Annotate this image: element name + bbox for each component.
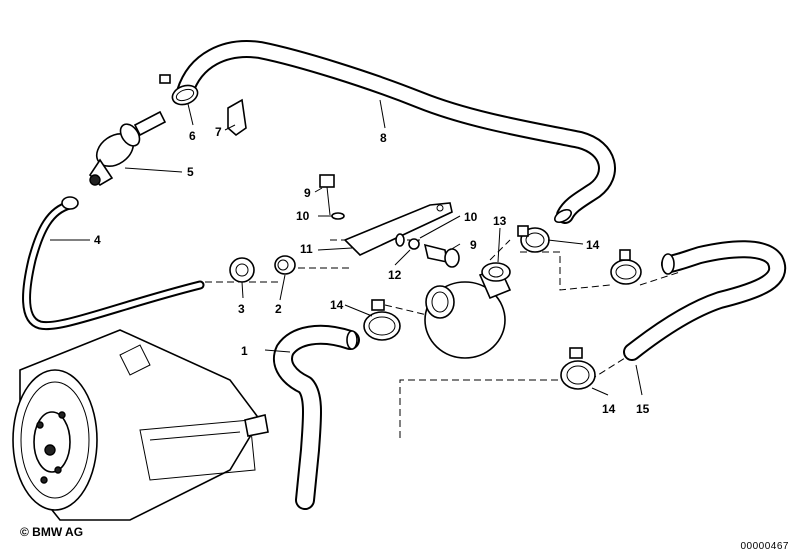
bracket-7: [227, 98, 247, 137]
callout-8: 8: [380, 131, 387, 145]
check-valve-5: [88, 110, 167, 187]
leader-lines: [50, 99, 643, 396]
callout-14-left: 14: [330, 298, 344, 312]
callout-13: 13: [493, 214, 507, 228]
washer-12: [408, 238, 420, 250]
callout-2: 2: [275, 302, 282, 316]
vacuum-pump: [12, 329, 269, 521]
document-number: 00000467: [740, 541, 789, 552]
callout-1: 1: [241, 344, 248, 358]
clamp-14-upper-right: [517, 225, 550, 253]
callout-15: 15: [636, 402, 650, 416]
callout-5: 5: [187, 165, 194, 179]
callout-9-upper: 9: [304, 186, 311, 200]
hose-15: [623, 240, 786, 361]
callout-9-right: 9: [470, 238, 477, 252]
hose-1: [273, 324, 360, 510]
callout-14-right: 14: [586, 238, 600, 252]
washer-10-upper: [331, 212, 345, 220]
clamp-14-left: [363, 299, 401, 341]
callout-10-right: 10: [464, 210, 478, 224]
callout-4: 4: [94, 233, 101, 247]
callout-6: 6: [189, 129, 196, 143]
washer-10-right: [395, 233, 405, 247]
clamp-6: [159, 74, 199, 106]
pipe-4: [22, 196, 205, 331]
valve-housing-13: [424, 262, 512, 359]
callout-11: 11: [300, 242, 313, 256]
clamp-14-right: [610, 249, 642, 285]
callout-labels: 1 2 3 4 5 6 7 8 9 9 10 10 11 12 13 14 14…: [94, 125, 650, 416]
sleeve-2: [274, 255, 296, 275]
callout-7: 7: [215, 125, 222, 139]
callout-10-upper: 10: [296, 209, 310, 223]
hose-8: [176, 40, 616, 224]
copyright-notice: © BMW AG: [20, 525, 84, 539]
callout-3: 3: [238, 302, 245, 316]
clamp-14-lower: [560, 347, 596, 390]
callout-12: 12: [388, 268, 402, 282]
bolt-9-upper: [319, 174, 335, 216]
nut-3: [229, 257, 255, 283]
bracket-11: [343, 202, 453, 256]
callout-14-lower: 14: [602, 402, 616, 416]
bolt-9-right: [423, 243, 460, 268]
